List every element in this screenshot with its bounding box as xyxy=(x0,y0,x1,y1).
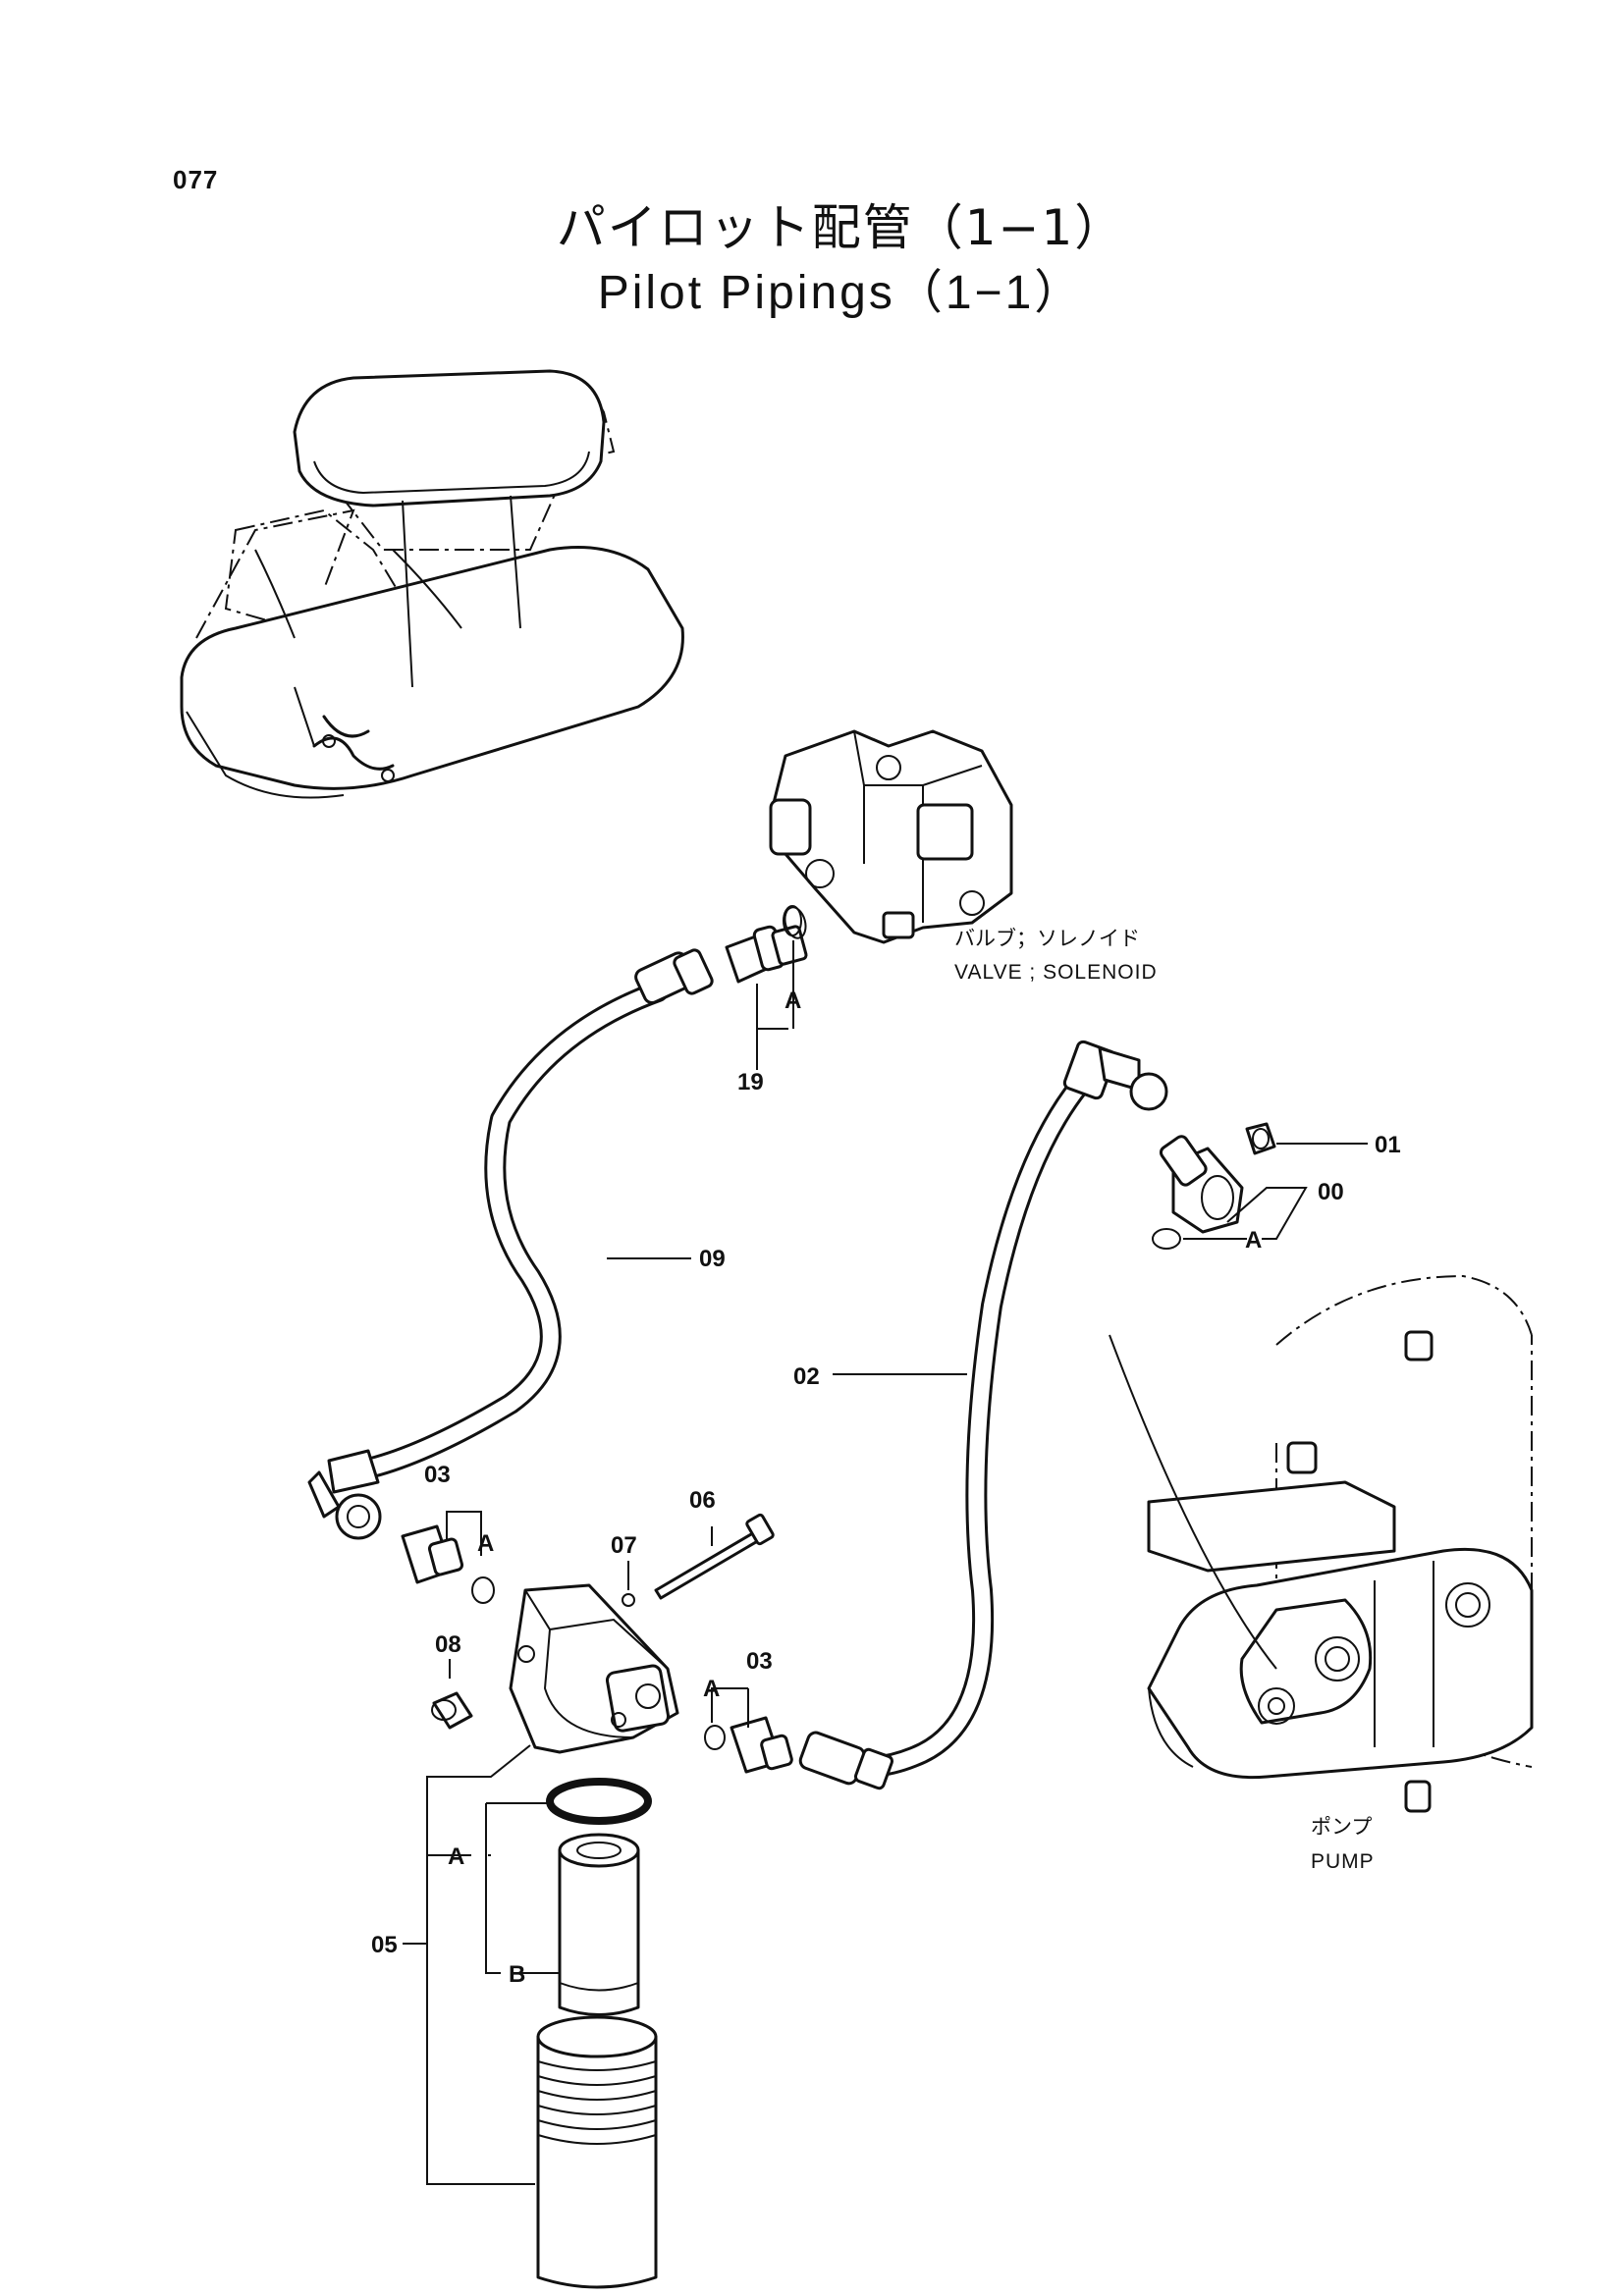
pump-assembly xyxy=(1109,1274,1534,1813)
fitting-19 xyxy=(725,906,808,984)
machine-overview-illustration xyxy=(180,369,684,799)
callout-07: 07 xyxy=(611,1532,637,1559)
page-title-jp: パイロット配管（1−1） xyxy=(556,199,1126,256)
callout-a-filter: A xyxy=(448,1843,464,1870)
valve-caption-en: VALVE ; SOLENOID xyxy=(954,961,1158,984)
callout-a-elbow: A xyxy=(1245,1227,1262,1254)
hose-09 xyxy=(307,948,714,1540)
callout-b-filter: B xyxy=(509,1961,525,1988)
page-title-en: Pilot Pipings（1−1） xyxy=(597,267,1085,319)
washer-07 xyxy=(622,1593,635,1607)
o-ring-a-valve xyxy=(783,905,802,936)
o-ring-a-elbow xyxy=(1152,1228,1181,1250)
callout-02: 02 xyxy=(793,1363,820,1390)
hose-02 xyxy=(798,1040,1168,1790)
pump-caption-en: PUMP xyxy=(1311,1850,1375,1873)
callout-a-upper: A xyxy=(477,1530,494,1557)
filter-element-group xyxy=(536,1778,658,2289)
page-number: 077 xyxy=(173,165,219,194)
callout-a-right: A xyxy=(703,1676,720,1702)
callout-00: 00 xyxy=(1318,1179,1344,1205)
valve-caption-jp: バルブ；ソレノイド xyxy=(954,927,1140,950)
callout-09: 09 xyxy=(699,1246,726,1272)
o-ring-a-right xyxy=(704,1725,726,1750)
callout-19: 19 xyxy=(737,1069,764,1095)
callout-08: 08 xyxy=(435,1631,461,1658)
elbow-fitting-00 xyxy=(1159,1122,1276,1234)
callout-05: 05 xyxy=(371,1932,398,1958)
leader-lines xyxy=(403,1143,1368,2185)
callout-03-right: 03 xyxy=(746,1648,773,1675)
pump-caption-jp: ポンプ xyxy=(1311,1815,1372,1839)
fitting-03-right xyxy=(730,1716,793,1774)
callout-06: 06 xyxy=(689,1487,716,1514)
solenoid-valve xyxy=(769,729,1013,944)
callout-01: 01 xyxy=(1375,1132,1401,1158)
callout-a-valve: A xyxy=(784,988,801,1014)
bolt-06 xyxy=(654,1513,775,1600)
plug-08 xyxy=(432,1691,473,1730)
filter-head xyxy=(509,1583,679,1754)
o-ring-a-upper xyxy=(471,1576,495,1604)
fitting-03-upper xyxy=(401,1524,464,1584)
callout-03-upper: 03 xyxy=(424,1462,451,1488)
